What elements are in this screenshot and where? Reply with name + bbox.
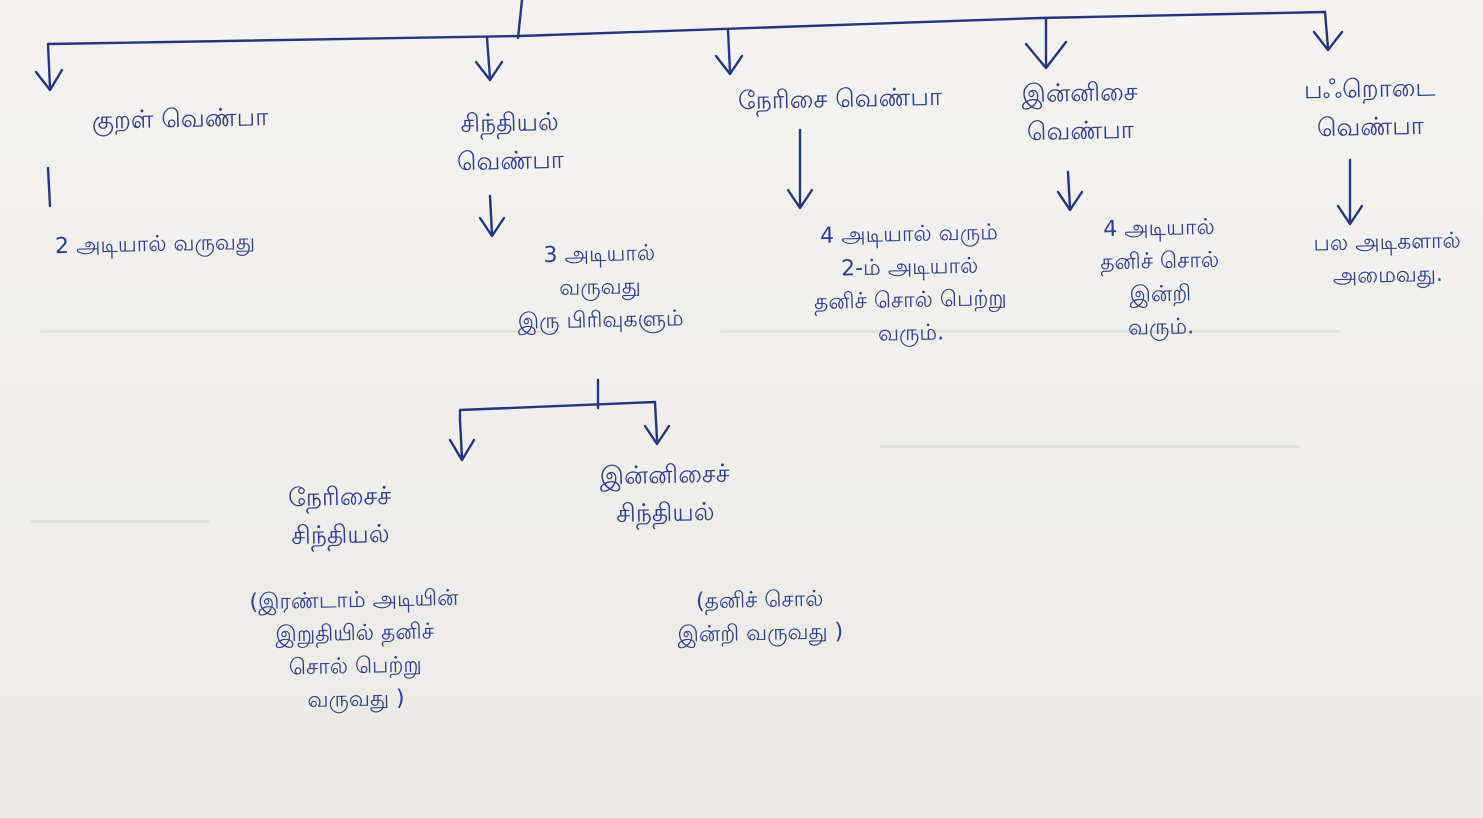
pahrodai-venba-title: பஃறொடை வெண்பா xyxy=(1303,72,1436,142)
faint-ruled-line xyxy=(30,520,210,523)
innisai-sindhiyal-desc: (தனிச் சொல் இன்றி வருவது ) xyxy=(677,586,844,648)
drop-line-nerisai-sindhiyal xyxy=(458,418,464,460)
sindhiyal-venba-title: சிந்தியல் வெண்பா xyxy=(456,106,565,176)
nerisai-venba-desc: 4 அடியால் வரும் 2-ம் அடியால் தனிச் சொல் … xyxy=(813,220,1007,347)
innisai-sindhiyal-title: இன்னிசைச் சிந்தியல் xyxy=(599,458,730,528)
nerisai-venba-title: நேரிசை வெண்பா xyxy=(737,81,943,116)
kural-venba-title: குறள் வெண்பா xyxy=(91,102,269,135)
drop-line-pahrodai xyxy=(1323,10,1330,50)
innisai-venba-desc: 4 அடியால் தனிச் சொல் இன்றி வரும். xyxy=(1099,214,1220,341)
drop-line-nerisai xyxy=(726,28,732,74)
arrow-pahrodai xyxy=(1312,30,1344,52)
arrow-innisai-sindhiyal xyxy=(643,424,671,446)
arrow-sindhiyal xyxy=(474,60,504,82)
nerisai-sindhiyal-title: நேரிசைச் சிந்தியல் xyxy=(287,480,392,550)
drop-line-sindhiyal xyxy=(485,36,492,80)
sub-branch-line xyxy=(458,400,659,442)
arrow-pahrodai-desc xyxy=(1336,204,1364,226)
top-branch-line xyxy=(46,10,1327,46)
faint-ruled-line xyxy=(720,330,1340,333)
arrow-nerisai-desc xyxy=(786,188,814,210)
arrow-nerisai xyxy=(714,54,744,76)
faint-ruled-line xyxy=(40,330,560,333)
arrow-sindhiyal-desc xyxy=(478,216,506,238)
link-innisai-desc xyxy=(1066,170,1072,210)
arrow-innisai-desc xyxy=(1056,190,1084,212)
nerisai-sindhiyal-desc: (இரண்டாம் அடியின் இறுதியில் தனிச் சொல் ப… xyxy=(249,585,459,714)
kural-venba-desc: 2 அடியால் வருவது xyxy=(54,229,256,260)
arrow-innisai xyxy=(1024,40,1068,70)
pahrodai-venba-desc: பல அடிகளால் அமைவது. xyxy=(1313,228,1462,290)
drop-line-kural xyxy=(46,42,52,90)
innisai-venba-title: இன்னிசை வெண்பா xyxy=(1021,76,1138,146)
sindhiyal-venba-desc: 3 அடியால் வருவது இரு பிரிவுகளும் xyxy=(517,240,684,335)
faint-ruled-line xyxy=(880,445,1300,448)
root-stem-line xyxy=(516,0,524,40)
link-kural-desc xyxy=(46,166,52,208)
arrow-nerisai-sindhiyal xyxy=(448,438,476,462)
arrow-kural xyxy=(34,68,64,92)
link-sindhiyal-desc xyxy=(488,194,494,236)
